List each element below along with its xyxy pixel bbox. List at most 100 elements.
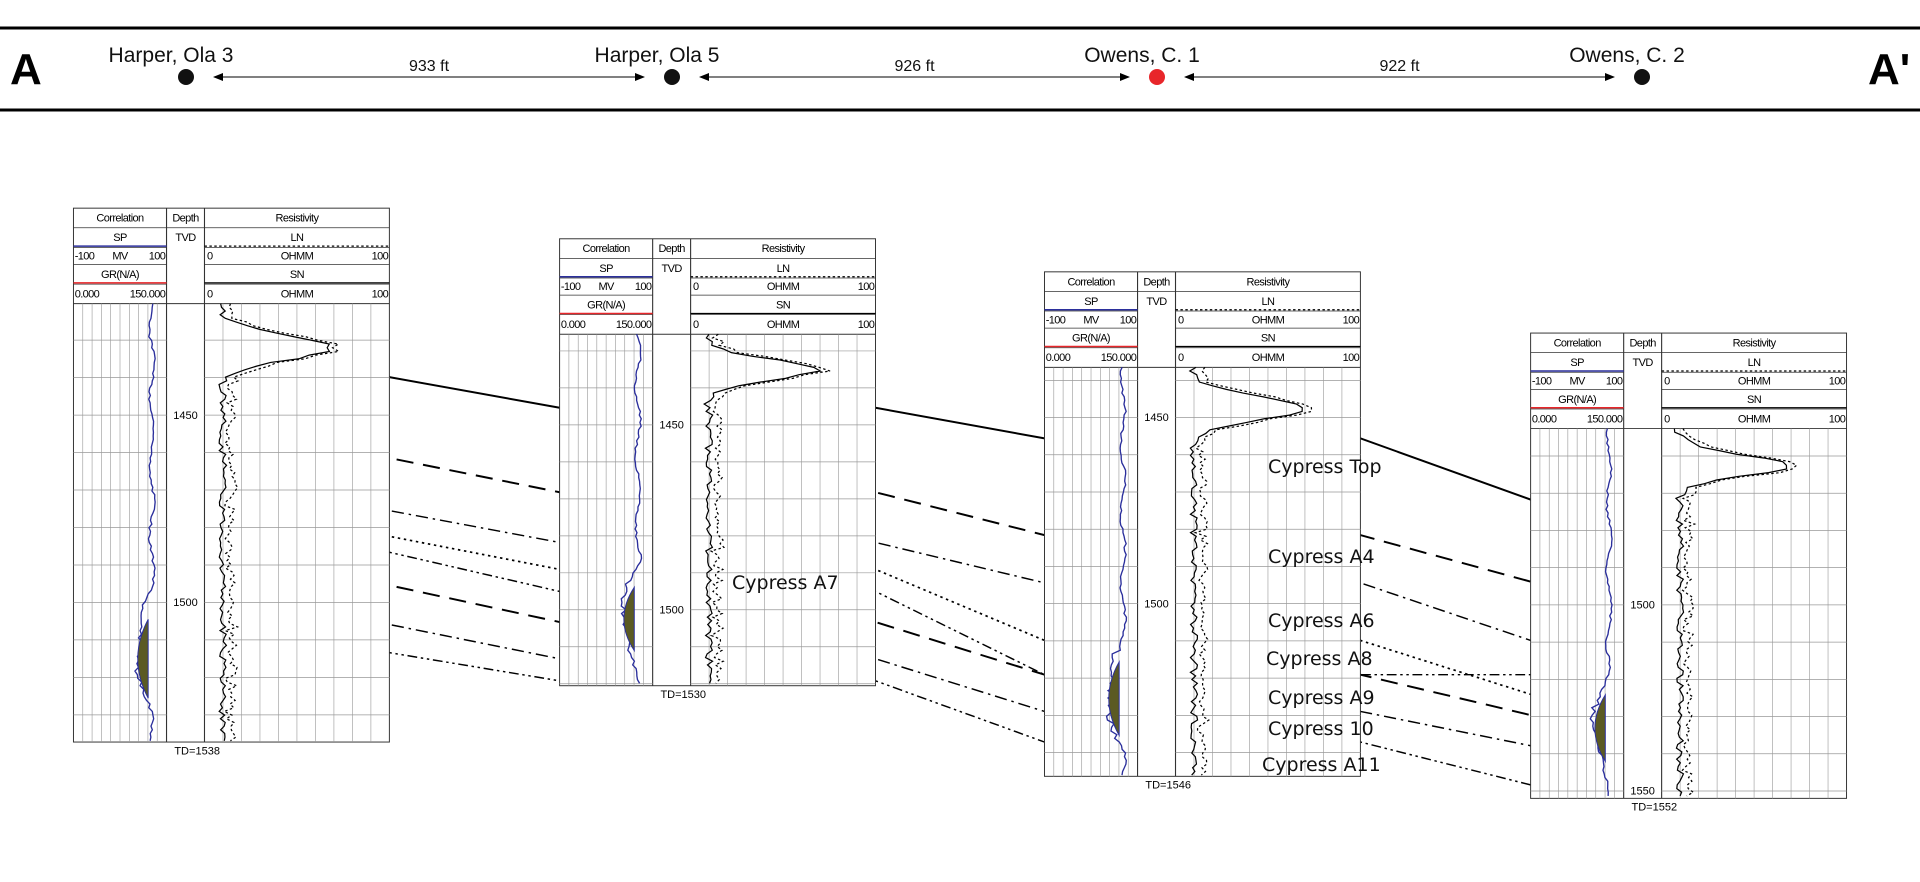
header-sn: SN: [1261, 333, 1276, 345]
section-start-label: A: [10, 45, 42, 94]
header-depth: Depth: [172, 213, 199, 225]
header-gr: GR(N/A): [587, 300, 625, 312]
sp-max: 100: [149, 251, 166, 263]
header-ln: LN: [1748, 357, 1762, 369]
depth-label: 1500: [659, 604, 684, 616]
depth-label: 1550: [1630, 786, 1655, 798]
header-correlation: Correlation: [1067, 276, 1115, 288]
sp-curve: [620, 334, 643, 684]
gr-min: 0.000: [1046, 352, 1071, 364]
depth-label: 1450: [1144, 412, 1169, 424]
depth-label: 1500: [1144, 598, 1169, 610]
header-correlation: Correlation: [583, 243, 631, 255]
header-gr: GR(N/A): [1072, 333, 1110, 345]
header-tvd: TVD: [175, 232, 196, 244]
sn-max: 100: [1343, 352, 1360, 364]
ln-min: 0: [693, 281, 699, 293]
ln-unit: OHMM: [1738, 375, 1771, 387]
sn-min: 0: [1664, 413, 1670, 425]
well-marker-4[interactable]: [1634, 69, 1650, 85]
distance-label: 933 ft: [409, 58, 450, 75]
horizon-label-a7: Cypress A7: [732, 572, 839, 594]
horizon-label-a4: Cypress A4: [1268, 546, 1375, 568]
sp-unit: MV: [598, 281, 615, 293]
section-end-label: A': [1868, 45, 1910, 94]
depth-label: 1500: [1630, 600, 1655, 612]
sn-min: 0: [693, 319, 699, 331]
well-marker-2[interactable]: [664, 69, 680, 85]
horizon-line: [73, 456, 1847, 583]
horizon-line: [73, 651, 1847, 786]
sp-unit: MV: [1569, 375, 1586, 387]
gr-min: 0.000: [75, 289, 100, 301]
header-correlation: Correlation: [1554, 338, 1602, 350]
header-tvd: TVD: [1146, 296, 1167, 308]
ln-curve: [222, 303, 341, 742]
horizon-line: [73, 623, 1847, 747]
ln-max: 100: [1343, 314, 1360, 326]
horizon-correlation-lines: [73, 376, 1847, 786]
sp-max: 100: [1120, 314, 1137, 326]
sp-unit: MV: [112, 251, 129, 263]
horizon-label-a11: Cypress A11: [1262, 754, 1381, 776]
header-correlation: Correlation: [96, 213, 144, 225]
sand-fill: [137, 619, 149, 699]
header-sn: SN: [1747, 394, 1762, 406]
horizon-line: [73, 551, 1847, 676]
sn-max: 100: [858, 319, 875, 331]
header-sp: SP: [1570, 357, 1584, 369]
header-depth: Depth: [1143, 276, 1170, 288]
horizon-label-a6: Cypress A6: [1268, 610, 1375, 632]
sn-unit: OHMM: [1252, 352, 1285, 364]
ln-min: 0: [1178, 314, 1184, 326]
header-sn: SN: [776, 300, 791, 312]
sp-min: -100: [1532, 375, 1552, 387]
sn-max: 100: [1829, 413, 1846, 425]
ln-max: 100: [372, 251, 389, 263]
well-marker-1[interactable]: [178, 69, 194, 85]
depth-label: 1500: [173, 597, 198, 609]
sp-unit: MV: [1083, 314, 1100, 326]
header-resistivity: Resistivity: [1733, 338, 1777, 350]
total-depth-label: TD=1538: [174, 745, 220, 757]
header-ln: LN: [1262, 296, 1276, 308]
header-ln: LN: [291, 232, 305, 244]
well-name-4: Owens, C. 2: [1569, 44, 1685, 67]
sn-curve: [1188, 366, 1303, 776]
header-tvd: TVD: [662, 263, 683, 275]
well-marker-3[interactable]: [1149, 69, 1165, 85]
ln-unit: OHMM: [1252, 314, 1285, 326]
header-tvd: TVD: [1633, 357, 1654, 369]
ln-unit: OHMM: [281, 251, 314, 263]
well-name-3: Owens, C. 1: [1084, 44, 1200, 67]
horizon-line: [73, 535, 1847, 696]
ln-min: 0: [1664, 375, 1670, 387]
ln-max: 100: [858, 281, 875, 293]
header-gr: GR(N/A): [101, 269, 139, 281]
header-resistivity: Resistivity: [276, 213, 320, 225]
sn-unit: OHMM: [767, 319, 800, 331]
gr-min: 0.000: [1532, 413, 1557, 425]
header-depth: Depth: [1629, 338, 1656, 350]
sand-fill: [1594, 693, 1606, 764]
sn-unit: OHMM: [281, 289, 314, 301]
sn-unit: OHMM: [1738, 413, 1771, 425]
total-depth-label: TD=1552: [1631, 802, 1677, 814]
horizon-line: [73, 584, 1847, 717]
header-sn: SN: [290, 269, 305, 281]
sn-curve: [218, 303, 331, 741]
distance-label: 922 ft: [1379, 58, 1420, 75]
sn-min: 0: [207, 289, 213, 301]
gr-max: 150.000: [616, 319, 652, 331]
sn-curve: [1673, 428, 1788, 797]
sn-curve: [703, 333, 822, 684]
sp-min: -100: [561, 281, 581, 293]
header-depth: Depth: [658, 243, 685, 255]
horizon-line: [73, 376, 1847, 501]
depth-label: 1450: [173, 410, 198, 422]
